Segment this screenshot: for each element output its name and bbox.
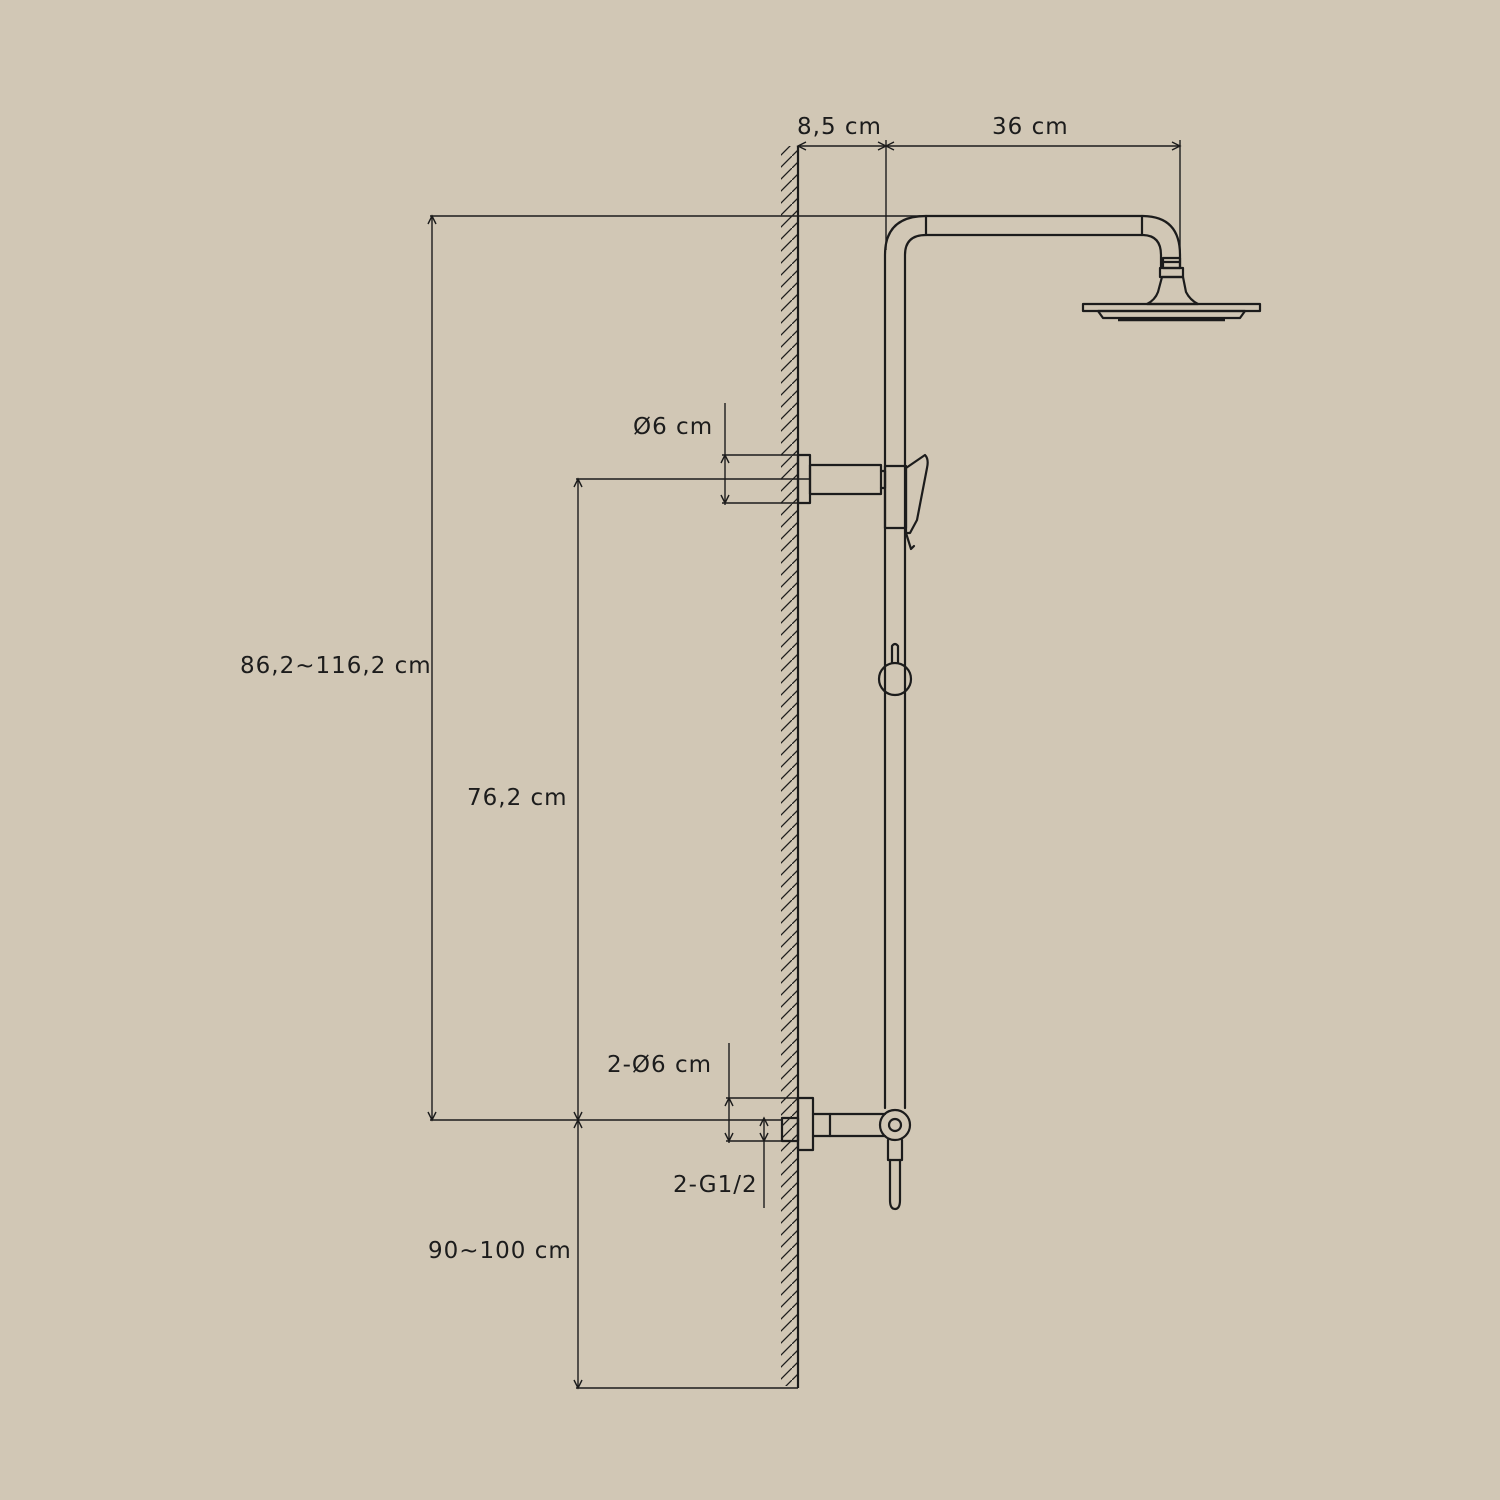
inlet-height-label: 90~100 cm [428,1238,572,1264]
shower-pipe [883,214,1182,1110]
wall-bracket [796,453,929,551]
inlet-diameter-label: 2-Ø6 cm [607,1052,713,1078]
inlet-connection [780,1096,912,1211]
wall-hatching [781,146,798,1386]
inlet-thread-label: 2-G1/2 [673,1172,758,1198]
total-height-label: 86,2~116,2 cm [240,653,432,679]
arm-length-label: 36 cm [992,114,1069,140]
diverter-knob [877,642,913,697]
bracket-to-inlet-label: 76,2 cm [467,785,568,811]
offset-wall-label: 8,5 cm [797,114,882,140]
dimension-lines [427,140,1182,1390]
shower-head [1081,256,1262,322]
wall [781,146,800,1388]
bracket-diameter-label: Ø6 cm [633,414,714,440]
